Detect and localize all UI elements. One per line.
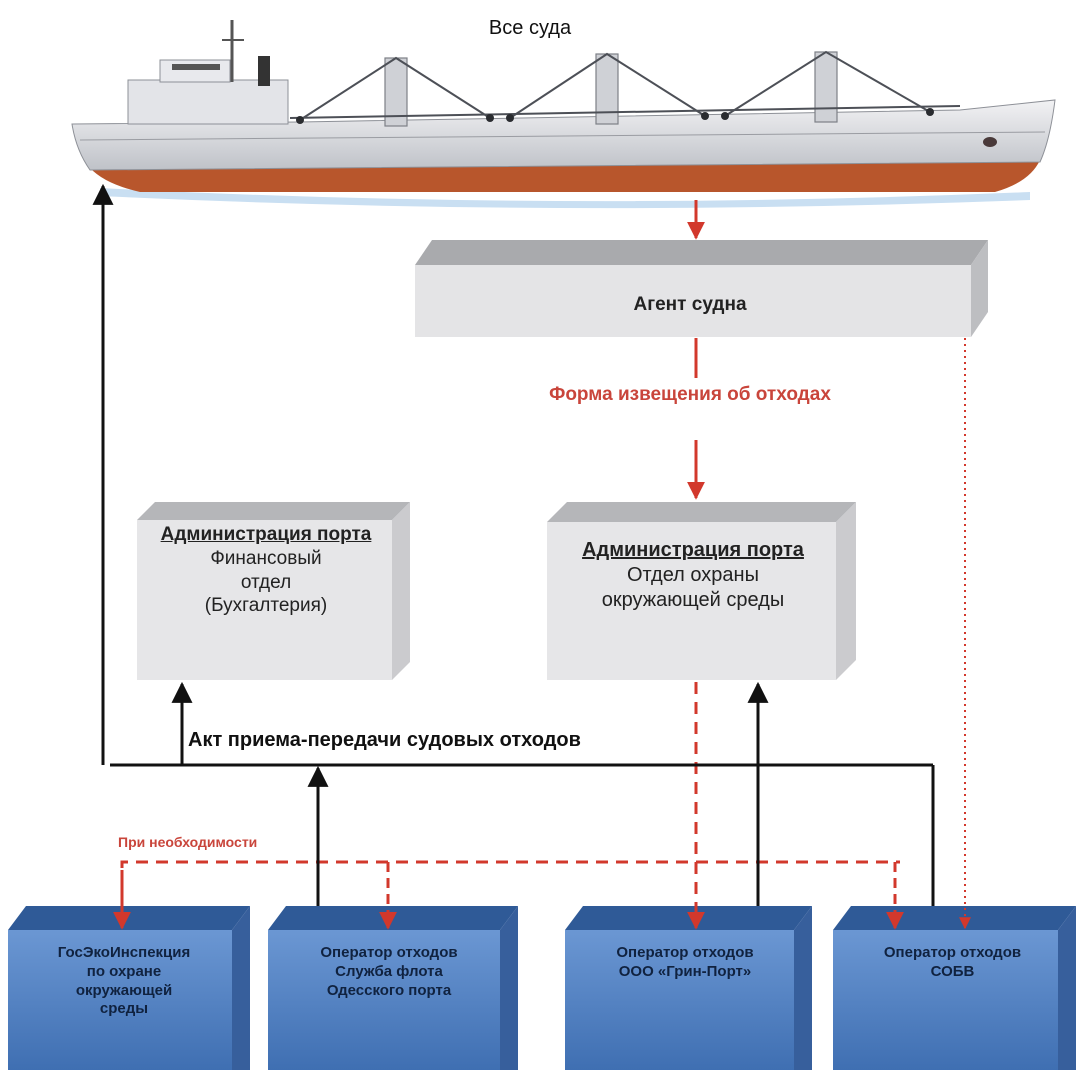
operator-1-line-3: окружающей	[75, 981, 173, 999]
operator-1-line-4: среды	[99, 1000, 149, 1018]
admin-finance-line-2: отдел	[240, 571, 292, 593]
agent-label: Агент судна	[633, 294, 747, 315]
operator-3-line-2: ООО «Грин-Порт»	[618, 962, 752, 980]
admin-finance-label: Администрация порта Финансовый отдел (Бу…	[140, 523, 392, 618]
admin-finance-line-3: (Бухгалтерия)	[204, 595, 328, 617]
notification-form-label: Форма извещения об отходах	[549, 384, 831, 405]
admin-environment-box	[547, 502, 856, 680]
operator-boxes	[8, 906, 1076, 1070]
operator-box-2	[268, 906, 518, 1070]
ship-water-shadow	[100, 188, 1030, 209]
act-label: Акт приема-передачи судовых отходов	[188, 729, 581, 751]
red-flows	[113, 200, 971, 930]
diagram-title: Все суда	[488, 17, 572, 39]
operator-2-label: Оператор отходов Служба флота Одесского …	[270, 944, 508, 1000]
admin-finance-box	[137, 502, 410, 680]
ship-superstructure	[127, 79, 289, 125]
if-needed-label: При необходимости	[118, 834, 258, 850]
operator-4-line-2: СОБВ	[930, 962, 975, 980]
admin-environment-header: Администрация порта	[582, 539, 804, 561]
operator-box-4	[833, 906, 1076, 1070]
operator-4-line-1: Оператор отходов	[883, 944, 1022, 961]
admin-environment-line-2: окружающей среды	[601, 589, 785, 611]
admin-environment-line-1: Отдел охраны	[627, 564, 759, 586]
operator-1-line-2: по охране	[86, 962, 162, 980]
admin-environment-label: Администрация порта Отдел охраны окружаю…	[550, 538, 836, 613]
admin-finance-header: Администрация порта	[160, 524, 372, 545]
ship-illustration	[71, 20, 1056, 209]
ship-hull	[71, 99, 1056, 171]
operator-3-line-1: Оператор отходов	[616, 944, 754, 961]
operator-1-line-1: ГосЭкоИнспекция	[57, 944, 191, 961]
admin-finance-line-1: Финансовый	[210, 547, 322, 569]
agent-box	[415, 240, 988, 337]
operator-box-3	[565, 906, 812, 1070]
operator-2-line-1: Оператор отходов	[320, 944, 458, 961]
operator-2-line-2: Служба флота	[335, 962, 443, 980]
operator-2-line-3: Одесского порта	[326, 981, 452, 999]
black-flows	[92, 183, 935, 906]
operator-1-label: ГосЭкоИнспекция по охране окружающей сре…	[12, 944, 236, 1019]
operator-box-1	[8, 906, 250, 1070]
operator-4-label: Оператор отходов СОБВ	[835, 944, 1070, 982]
operator-3-label: Оператор отходов ООО «Грин-Порт»	[566, 944, 804, 982]
